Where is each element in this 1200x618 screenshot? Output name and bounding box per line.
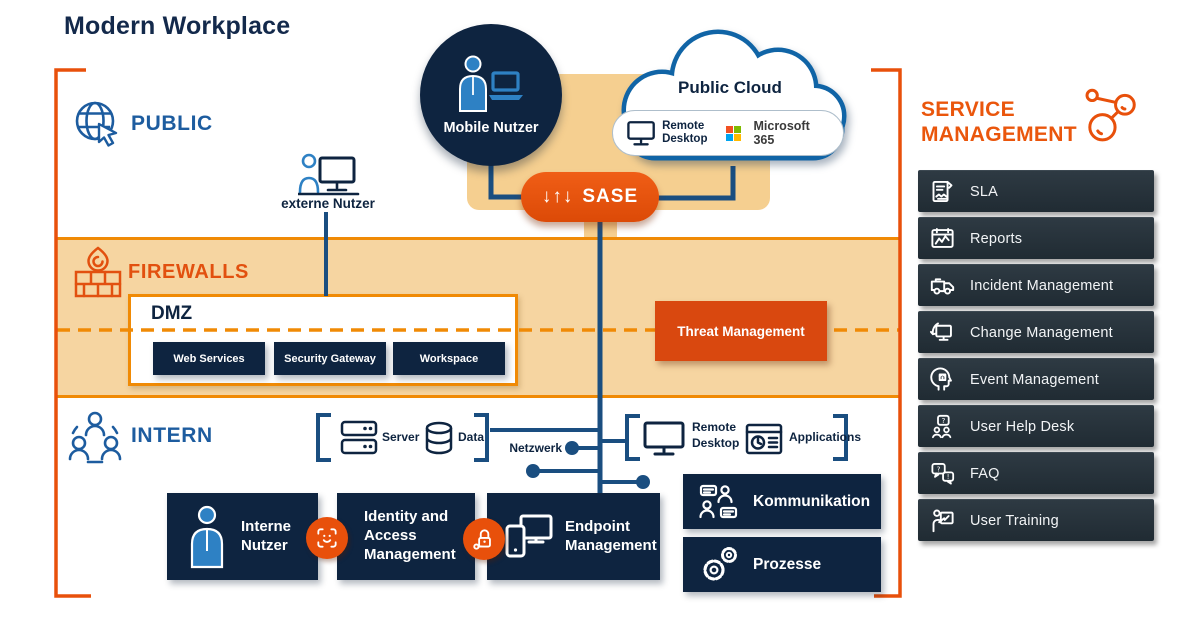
- sase-node: ↓↑↓ SASE: [521, 172, 659, 222]
- network-node-dot: [636, 475, 650, 489]
- mobile-user-icon: [459, 55, 523, 112]
- mobile-to-sase-line: [488, 160, 523, 200]
- dmz-workspace-box: Workspace: [393, 342, 505, 375]
- dmz-title: DMZ: [151, 303, 193, 324]
- sm-item-user-help-desk[interactable]: ? User Help Desk: [918, 405, 1154, 447]
- service-management-title: SERVICE MANAGEMENT: [921, 98, 1077, 147]
- remote-desktop-icon: [627, 120, 655, 145]
- mobile-user-label: Mobile Nutzer: [443, 119, 539, 136]
- iam-label: Identity and Access Management: [364, 508, 456, 563]
- left-bracket: [54, 68, 91, 598]
- page-title: Modern Workplace: [64, 12, 291, 40]
- help-desk-icon: ?: [932, 414, 952, 439]
- mobile-user-node: Mobile Nutzer: [420, 24, 562, 166]
- microsoft-365-label: Microsoft 365: [753, 119, 810, 147]
- netzwerk-label: Netzwerk: [509, 441, 562, 455]
- network-node-dot: [526, 464, 540, 478]
- cloud-to-sase-line: [657, 166, 736, 201]
- applications-label: Applications: [789, 430, 862, 444]
- gears-icon: [703, 546, 737, 581]
- external-user-label: externe Nutzer: [281, 196, 375, 211]
- zone-label-public: PUBLIC: [131, 112, 213, 135]
- zone-label-firewalls: FIREWALLS: [128, 261, 249, 283]
- sm-item-sla[interactable]: SLA: [918, 170, 1154, 212]
- infra-bracket-close: [474, 413, 489, 462]
- zone-label-intern: INTERN: [131, 424, 213, 447]
- sm-item-change-management[interactable]: Change Management: [918, 311, 1154, 353]
- remote-desktop-label: Remote Desktop: [692, 420, 740, 450]
- interne-nutzer-box: Interne Nutzer: [167, 493, 318, 580]
- server-icon: [340, 420, 378, 455]
- sm-item-reports[interactable]: Reports: [918, 217, 1154, 259]
- svg-text:?: ?: [941, 416, 945, 425]
- interne-nutzer-label: Interne Nutzer: [241, 517, 292, 554]
- faq-bubbles-icon: ? !: [931, 463, 955, 485]
- endpoint-management-label: Endpoint Management: [565, 517, 657, 554]
- incident-van-icon: [930, 278, 955, 295]
- threat-management-box: Threat Management: [655, 301, 827, 361]
- iam-box: Identity and Access Management: [337, 493, 475, 580]
- event-head-icon: [930, 367, 952, 391]
- user-training-icon: [932, 509, 954, 533]
- microsoft-365-icon: [726, 125, 742, 141]
- globe-icon: [75, 101, 118, 147]
- sm-item-faq[interactable]: ? ! FAQ: [918, 452, 1154, 494]
- sm-item-incident-management[interactable]: Incident Management: [918, 264, 1154, 306]
- interne-nutzer-icon: [190, 505, 224, 568]
- access-bracket-close: [833, 414, 848, 461]
- intern-people-icon: [68, 411, 122, 464]
- dmz-web-services-box: Web Services: [153, 342, 265, 375]
- identity-scan-badge: [306, 517, 348, 559]
- sm-item-event-management[interactable]: Event Management: [918, 358, 1154, 400]
- service-management-list: SLA Reports Incident Management: [918, 170, 1154, 541]
- infra-bracket-open: [316, 413, 331, 462]
- right-bracket: [871, 68, 902, 598]
- prozesse-label: Prozesse: [753, 555, 822, 573]
- prozesse-box: Prozesse: [683, 537, 881, 592]
- sla-contract-icon: [932, 180, 953, 203]
- change-refresh-icon: [929, 322, 952, 341]
- security-lock-badge: [463, 518, 505, 560]
- dmz-security-gateway-box: Security Gateway: [274, 342, 386, 375]
- kommunikation-box: Kommunikation: [683, 474, 881, 529]
- access-bracket-open: [625, 414, 640, 461]
- lock-key-icon: [473, 529, 491, 550]
- cloud-services-pill: Remote Desktop Microsoft 365: [612, 110, 844, 156]
- network-node-dot: [565, 441, 579, 455]
- communication-icon: [699, 484, 738, 518]
- cloud-title: Public Cloud: [678, 78, 782, 97]
- firewall-icon: [74, 246, 122, 298]
- sase-arrows-icon: ↓↑↓: [541, 186, 574, 207]
- reports-icon: [931, 227, 954, 248]
- data-icon: [425, 421, 453, 455]
- kommunikation-label: Kommunikation: [753, 492, 871, 510]
- cloud-remote-desktop-label: Remote Desktop: [662, 119, 708, 145]
- server-label: Server: [382, 430, 420, 444]
- dmz-box: DMZ Web Services Security Gateway Worksp…: [128, 294, 518, 386]
- data-label: Data: [458, 430, 485, 444]
- svg-text:!: !: [947, 473, 950, 481]
- external-user-icon: [298, 153, 360, 196]
- face-id-icon: [317, 528, 337, 548]
- applications-icon: [745, 423, 783, 455]
- endpoint-devices-icon: [505, 514, 553, 557]
- service-management-icon: [1085, 88, 1136, 142]
- sase-label: SASE: [582, 186, 639, 207]
- remote-desktop-intern-icon: [643, 421, 685, 456]
- svg-text:?: ?: [937, 464, 941, 473]
- sm-item-user-training[interactable]: User Training: [918, 499, 1154, 541]
- endpoint-management-box: Endpoint Management: [487, 493, 660, 580]
